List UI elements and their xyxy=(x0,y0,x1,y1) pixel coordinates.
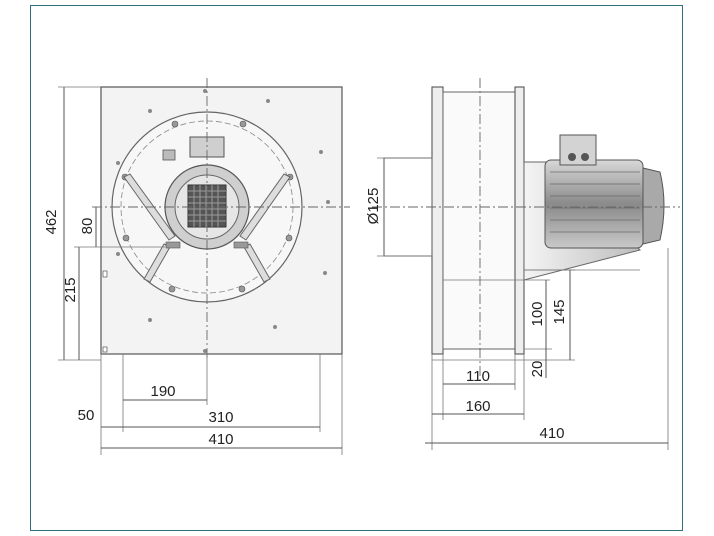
dim-diameter-125: Ø125 xyxy=(365,188,382,225)
plate-holes xyxy=(116,89,330,353)
side-terminal-box xyxy=(559,134,597,166)
cable-gland-icon xyxy=(568,153,576,161)
dim-height-145: 145 xyxy=(551,299,568,324)
cable-gland-icon xyxy=(581,153,589,161)
dim-height-215: 215 xyxy=(62,277,79,302)
dim-height-100: 100 xyxy=(529,301,546,326)
dim-offset-50: 50 xyxy=(78,407,95,424)
side-view: Ø125 145 100 20 110 160 410 xyxy=(365,78,680,450)
dim-width-310: 310 xyxy=(208,409,233,426)
side-housing xyxy=(442,91,516,350)
motor-body xyxy=(544,159,644,249)
front-view: 462 215 80 190 50 310 410 xyxy=(43,78,350,455)
side-flange-left xyxy=(431,86,444,355)
dim-width-190: 190 xyxy=(150,383,175,400)
dim-width-110: 110 xyxy=(466,368,490,385)
dim-height-462: 462 xyxy=(43,209,60,234)
motor-fan-cover xyxy=(642,167,665,245)
side-flange-right xyxy=(514,86,525,355)
dim-width-410-side: 410 xyxy=(539,425,564,442)
dim-width-160: 160 xyxy=(465,398,490,415)
dim-width-410: 410 xyxy=(208,431,233,448)
dim-outlet-80: 80 xyxy=(79,218,96,235)
dim-height-20: 20 xyxy=(529,361,546,378)
